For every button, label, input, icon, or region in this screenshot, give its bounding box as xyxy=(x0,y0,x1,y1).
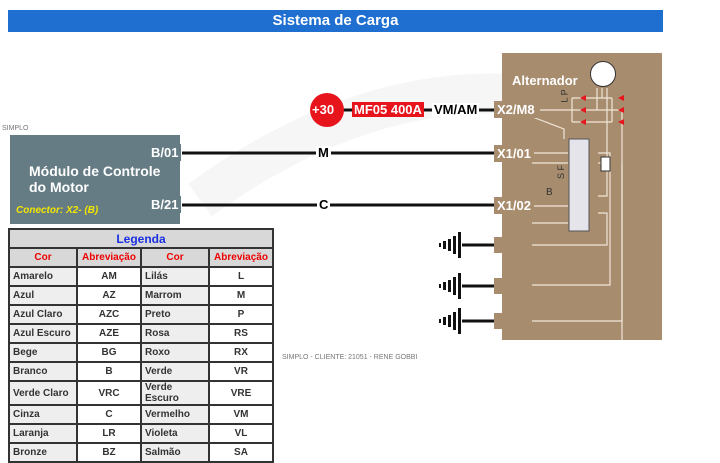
alt-pin-x2-m8: X2/M8 xyxy=(494,101,538,118)
legend-color: Verde Claro xyxy=(8,380,78,406)
legend-abbreviation: C xyxy=(76,404,142,425)
legend-abbreviation: AM xyxy=(76,266,142,287)
legend-header: Abreviação xyxy=(76,247,142,268)
legend-color: Rosa xyxy=(140,323,210,344)
legend-abbreviation: L xyxy=(208,266,274,287)
legend-abbreviation: LR xyxy=(76,423,142,444)
pin-b01: B/01 xyxy=(148,144,182,161)
legend-abbreviation: SA xyxy=(208,442,274,463)
wire-vmam-label: VM/AM xyxy=(432,102,480,117)
legend-abbreviation: B xyxy=(76,361,142,382)
page-title: Sistema de Carga xyxy=(8,10,663,32)
legend-title: Legenda xyxy=(8,228,274,249)
legend-color: Violeta xyxy=(140,423,210,444)
legend-color: Preto xyxy=(140,304,210,325)
fuse-label: MF05 400A xyxy=(352,102,424,117)
wire-m-label: M xyxy=(316,145,331,160)
module-connector: Conector: X2- (B) xyxy=(16,205,99,216)
alt-pin-x1-02: X1/02 xyxy=(494,197,534,214)
legend-abbreviation: AZE xyxy=(76,323,142,344)
legend-color: Azul Claro xyxy=(8,304,78,325)
regulator-icon xyxy=(600,156,611,172)
alternator: Alternador L P S F B xyxy=(502,53,662,340)
legend-abbreviation: VRE xyxy=(208,380,274,406)
legend-color: Bronze xyxy=(8,442,78,463)
ground-wires xyxy=(462,243,498,323)
legend-color: Branco xyxy=(8,361,78,382)
ground-icon xyxy=(439,232,461,334)
legend-color: Amarelo xyxy=(8,266,78,287)
legend-color: Cinza xyxy=(8,404,78,425)
legend-color: Verde xyxy=(140,361,210,382)
legend-abbreviation: BG xyxy=(76,342,142,363)
plus30-label: +30 xyxy=(312,102,335,117)
legend-header: Cor xyxy=(8,247,78,268)
legend-color: Azul xyxy=(8,285,78,306)
alt-pin-x1-01: X1/01 xyxy=(494,145,534,162)
legend-abbreviation: BZ xyxy=(76,442,142,463)
legend-color: Azul Escuro xyxy=(8,323,78,344)
color-legend-table: Legenda Cor Abreviação Cor Abreviação Am… xyxy=(8,228,274,463)
legend-color: Verde Escuro xyxy=(140,380,210,406)
legend-header: Cor xyxy=(140,247,210,268)
label-sf: S F xyxy=(556,164,567,180)
watermark-text: SIMPLO xyxy=(2,125,29,132)
legend-color: Vermelho xyxy=(140,404,210,425)
alt-ground-tab xyxy=(494,278,506,294)
legend-abbreviation: VR xyxy=(208,361,274,382)
watermark-note: SIMPLO - CLIENTE: 21051 - RENE GOBBI xyxy=(282,354,418,361)
label-b: B xyxy=(546,187,553,198)
alt-ground-tab xyxy=(494,237,506,253)
legend-abbreviation: AZ xyxy=(76,285,142,306)
legend-color: Marrom xyxy=(140,285,210,306)
legend-color: Lilás xyxy=(140,266,210,287)
alternator-internal-circuit xyxy=(529,88,624,340)
legend-abbreviation: M xyxy=(208,285,274,306)
legend-abbreviation: RS xyxy=(208,323,274,344)
legend-color: Salmão xyxy=(140,442,210,463)
legend-color: Bege xyxy=(8,342,78,363)
label-lp: L P xyxy=(559,89,570,103)
engine-control-module: Módulo de Controle do Motor Conector: X2… xyxy=(10,135,180,224)
pin-b21: B/21 xyxy=(148,196,182,213)
wire-c-label: C xyxy=(317,197,331,212)
alt-ground-tab xyxy=(494,313,506,329)
alternator-name: Alternador xyxy=(512,73,578,88)
legend-color: Laranja xyxy=(8,423,78,444)
legend-abbreviation: RX xyxy=(208,342,274,363)
diode-bridge-icon xyxy=(580,95,624,125)
warning-lamp-icon xyxy=(590,61,616,87)
module-name: Módulo de Controle do Motor xyxy=(29,163,161,195)
plus30-terminal xyxy=(310,93,344,127)
legend-abbreviation: P xyxy=(208,304,274,325)
legend-abbreviation: VM xyxy=(208,404,274,425)
legend-abbreviation: AZC xyxy=(76,304,142,325)
legend-abbreviation: VRC xyxy=(76,380,142,406)
legend-header: Abreviação xyxy=(208,247,274,268)
legend-abbreviation: VL xyxy=(208,423,274,444)
legend-color: Roxo xyxy=(140,342,210,363)
